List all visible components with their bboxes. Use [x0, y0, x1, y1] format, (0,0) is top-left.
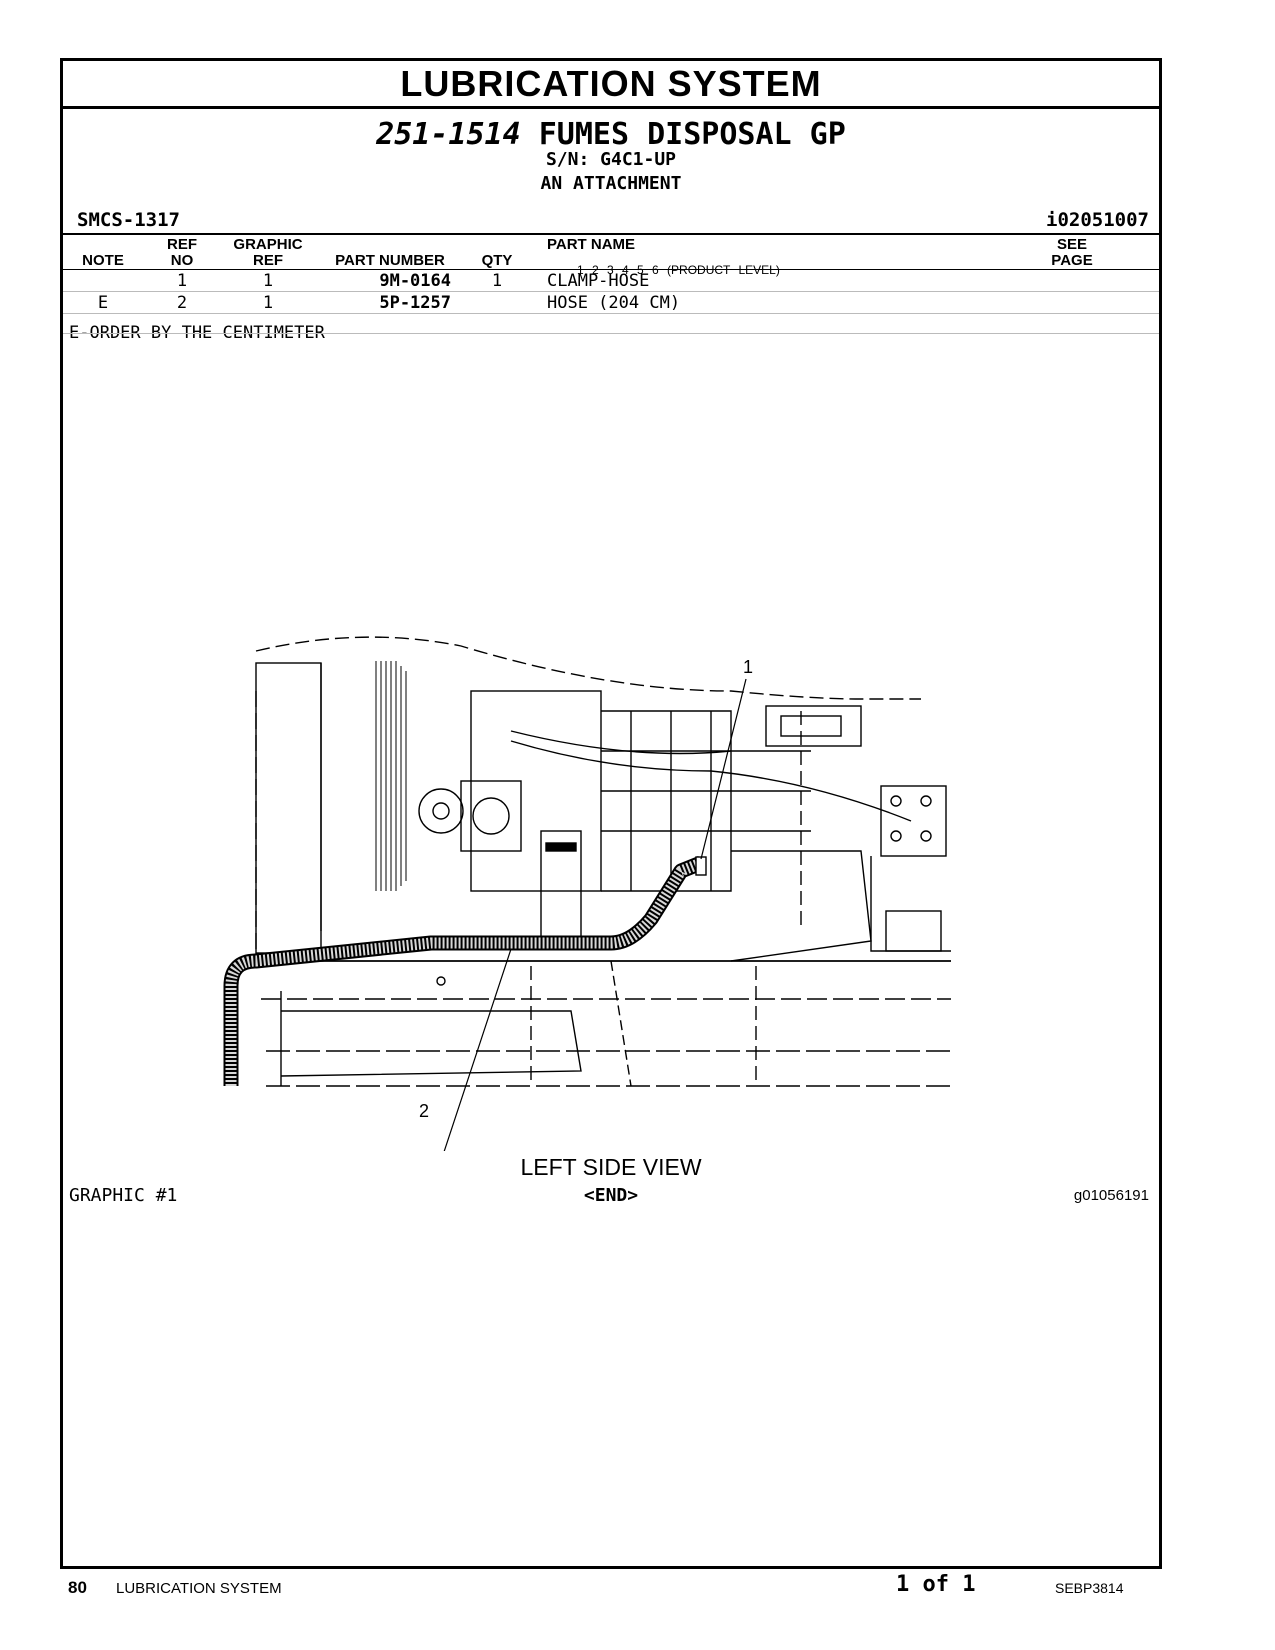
callout-2-leader: [443, 948, 512, 1151]
col-header-see-page-line1: SEE: [1056, 236, 1087, 253]
col-header-note: NOTE: [82, 252, 124, 269]
cell-ref-no: 2: [176, 293, 188, 313]
callout-2-label: 2: [419, 1101, 430, 1121]
cell-note: E: [97, 293, 109, 313]
row-divider: [63, 313, 1159, 314]
cell-part-name: CLAMP-HOSE: [547, 271, 650, 291]
section-title: LUBRICATION SYSTEM: [63, 61, 1159, 109]
document-ident: i02051007: [1046, 209, 1149, 231]
attachment-label: AN ATTACHMENT: [540, 173, 682, 194]
cell-graphic-ref: 1: [262, 293, 274, 313]
page-number: 80: [68, 1578, 87, 1597]
engine-left-side-illustration: 1: [223, 636, 951, 1151]
cell-graphic-ref: 1: [262, 271, 274, 291]
document-number: SEBP3814: [1055, 1580, 1124, 1596]
callout-1-leader: [700, 678, 747, 860]
serial-number: S/N: G4C1-UP: [545, 149, 677, 170]
footer-section: LUBRICATION SYSTEM: [116, 1580, 282, 1597]
col-header-part-number: PART NUMBER: [335, 252, 445, 269]
cell-qty: 1: [491, 271, 503, 291]
footnote-rule: [63, 333, 1159, 334]
table-top-rule: [63, 233, 1159, 235]
hose-clamp: [695, 856, 707, 876]
group-part-name: FUMES DISPOSAL GP: [538, 117, 846, 152]
col-header-ref-no: REF NO: [157, 237, 207, 269]
end-marker: <END>: [583, 1185, 639, 1206]
cell-part-number: 5P-1257: [379, 293, 451, 313]
graphic-id: g01056191: [1073, 1187, 1149, 1204]
table-header-rule: [63, 269, 1159, 270]
graphic-number: GRAPHIC #1: [69, 1185, 178, 1206]
col-header-qty: QTY: [481, 252, 513, 269]
col-header-graphic-ref-line1: GRAPHIC: [233, 236, 303, 253]
callout-1-label: 1: [743, 657, 753, 677]
col-header-see-page-line2: PAGE: [1051, 252, 1093, 269]
product-level-legend: 1 2 3 4 5 6 (PRODUCT LEVEL): [577, 263, 780, 277]
group-title: 251-1514 FUMES DISPOSAL GP: [63, 117, 1159, 152]
cell-part-name: HOSE (204 CM): [547, 293, 681, 313]
col-header-ref-no-line2: NO: [170, 252, 194, 269]
col-header-graphic-ref-line2: REF: [253, 252, 283, 269]
cell-part-number: 9M-0164: [379, 271, 451, 291]
view-caption: LEFT SIDE VIEW: [520, 1154, 702, 1180]
row-divider: [63, 291, 1159, 292]
col-header-see-page: SEE PAGE: [1037, 237, 1107, 269]
col-header-part-name: PART NAME: [547, 236, 636, 253]
col-header-ref-no-line1: REF: [167, 236, 197, 253]
group-part-number: 251-1514: [376, 117, 521, 152]
col-header-graphic-ref: GRAPHIC REF: [229, 237, 307, 269]
cell-ref-no: 1: [176, 271, 188, 291]
page-frame: LUBRICATION SYSTEM 251-1514 FUMES DISPOS…: [60, 58, 1162, 1569]
page-of: 1 of 1: [896, 1572, 976, 1597]
smcs-code: SMCS-1317: [77, 209, 180, 231]
